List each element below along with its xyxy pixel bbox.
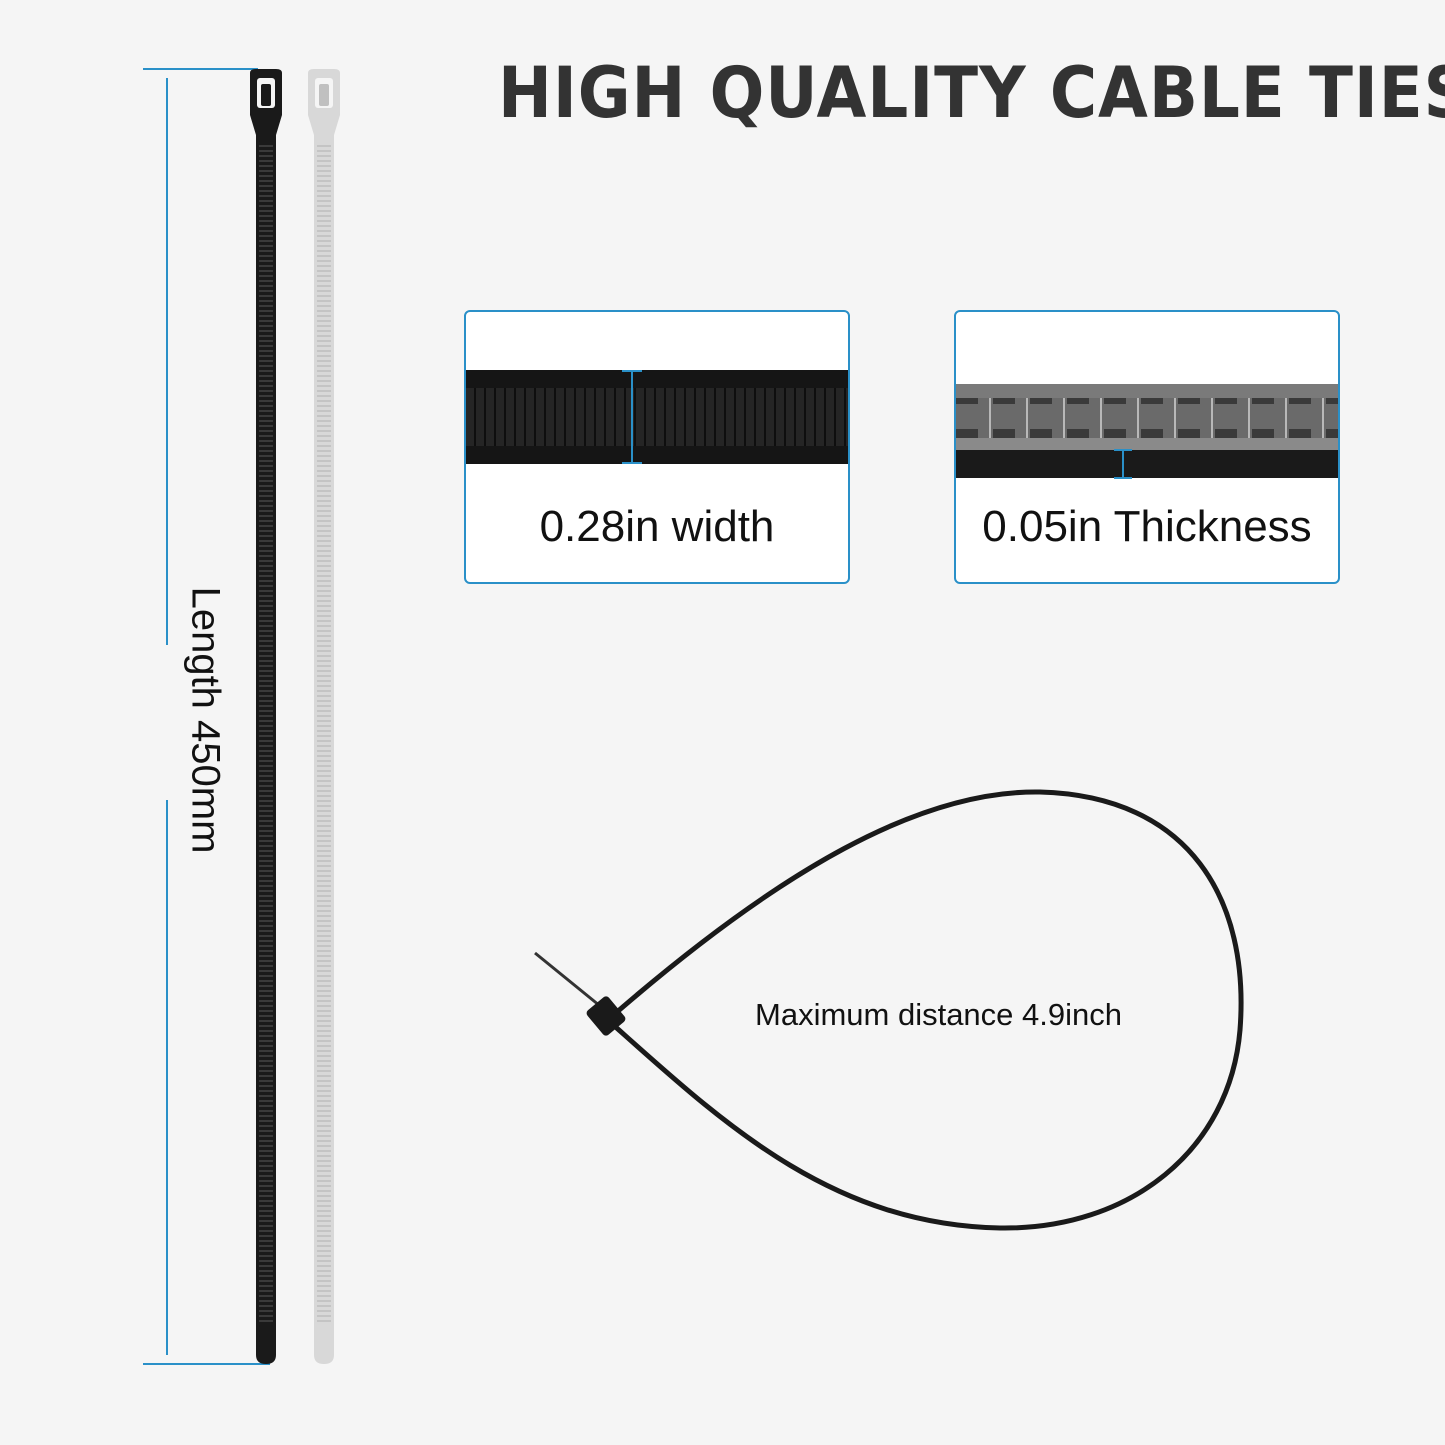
dimension-vertical-upper: [166, 78, 168, 645]
thickness-label: 0.05in Thickness: [982, 502, 1312, 551]
cable-ties-straight: [250, 69, 340, 1364]
black-cable-tie: [250, 69, 282, 1364]
thickness-strip-image: [956, 384, 1338, 479]
distance-label: Maximum distance 4.9inch: [755, 997, 1122, 1032]
white-cable-tie: [308, 69, 340, 1364]
dimension-bottom-line: [143, 1363, 270, 1365]
thickness-detail-card: 0.05in Thickness: [954, 310, 1340, 584]
width-detail-card: 0.28in width: [464, 310, 850, 584]
width-label: 0.28in width: [539, 502, 775, 551]
dimension-top-line: [143, 68, 258, 70]
page-title: HIGH QUALITY CABLE TIES: [498, 52, 1445, 134]
dimension-vertical-lower: [166, 800, 168, 1355]
width-strip-image: [466, 370, 848, 464]
